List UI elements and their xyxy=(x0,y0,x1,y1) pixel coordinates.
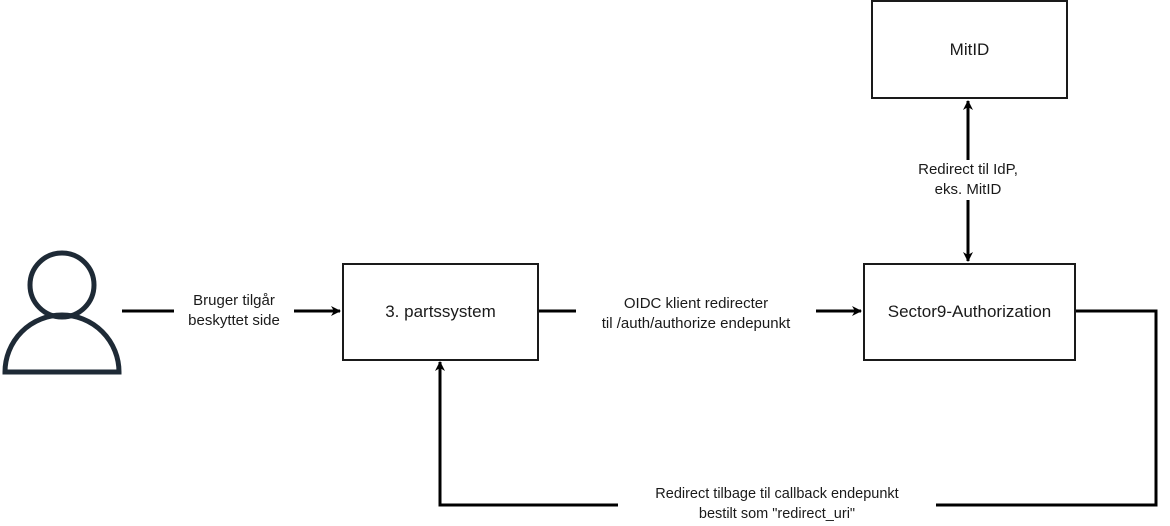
edge-sector9-to-third-party xyxy=(435,309,1158,507)
node-mitid: MitID xyxy=(871,0,1068,99)
node-third-party-system: 3. partssystem xyxy=(342,263,539,361)
edge-label-third-party-to-sector9: OIDC klient redirecter til /auth/authori… xyxy=(576,294,816,334)
edge-label-user-to-third-party: Bruger tilgår beskyttet side xyxy=(174,291,294,331)
node-third-party-label: 3. partssystem xyxy=(385,302,496,321)
node-mitid-label: MitID xyxy=(949,39,990,59)
edge-label-sector9-to-third-party: Redirect tilbage til callback endepunkt … xyxy=(618,484,936,524)
node-sector9-label: Sector9-Authorization xyxy=(887,302,1052,321)
node-sector9-authorization: Sector9-Authorization xyxy=(863,263,1076,361)
edge-label-sector9-mitid: Redirect til IdP, eks. MitID xyxy=(903,160,1033,200)
person-icon xyxy=(2,250,122,375)
